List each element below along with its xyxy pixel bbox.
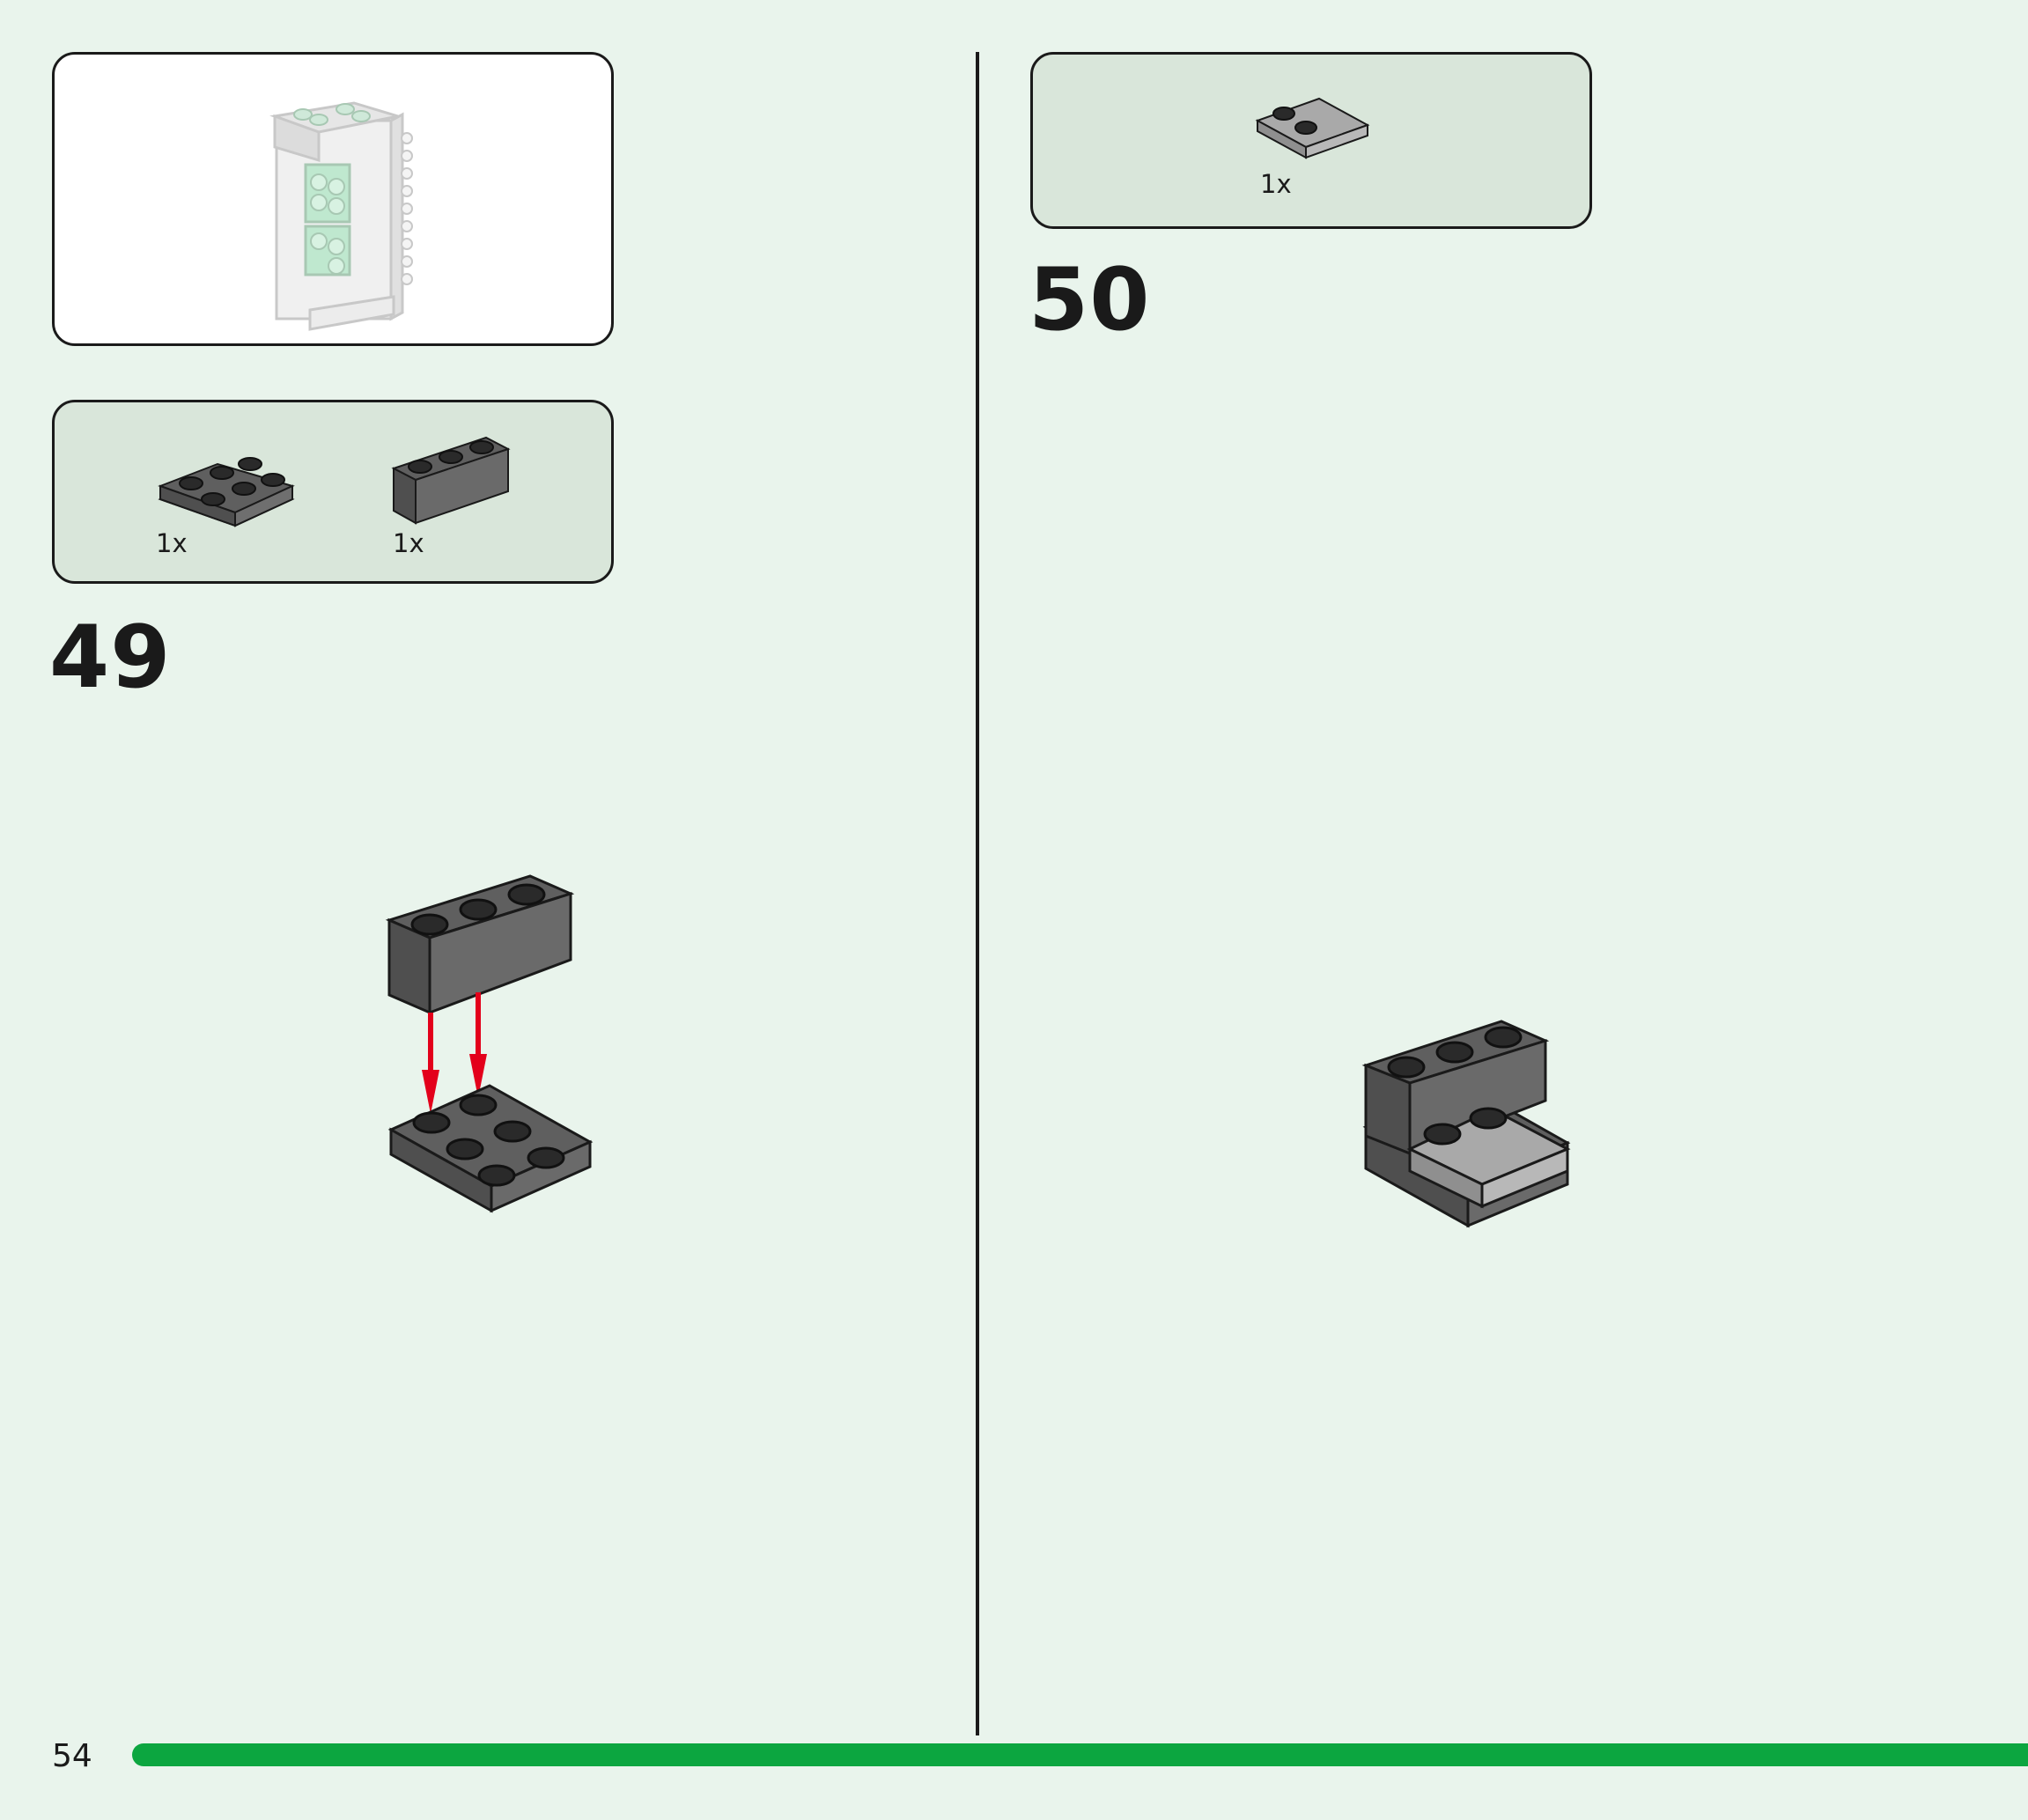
progress-bar [132,1743,2028,1766]
parts-list-step-50: 1x [1030,52,1592,229]
page-number: 54 [52,1738,92,1774]
brick-1x3-icon [391,436,511,525]
model-overview-panel [52,52,614,346]
step-number: 50 [1029,250,1151,350]
column-divider [976,52,979,1735]
model-overview-image [269,101,413,331]
plate-2x2-icon [1255,97,1370,159]
part-quantity: 1x [393,528,424,558]
step-49-assembly-image [385,874,594,1213]
parts-list-step-49: 1x 1x [52,400,614,584]
part-quantity: 1x [156,528,188,558]
step-50-assembly-image [1361,1020,1571,1228]
part-quantity: 1x [1260,169,1292,199]
plate-2x3-icon [158,457,295,527]
step-number: 49 [49,608,172,708]
